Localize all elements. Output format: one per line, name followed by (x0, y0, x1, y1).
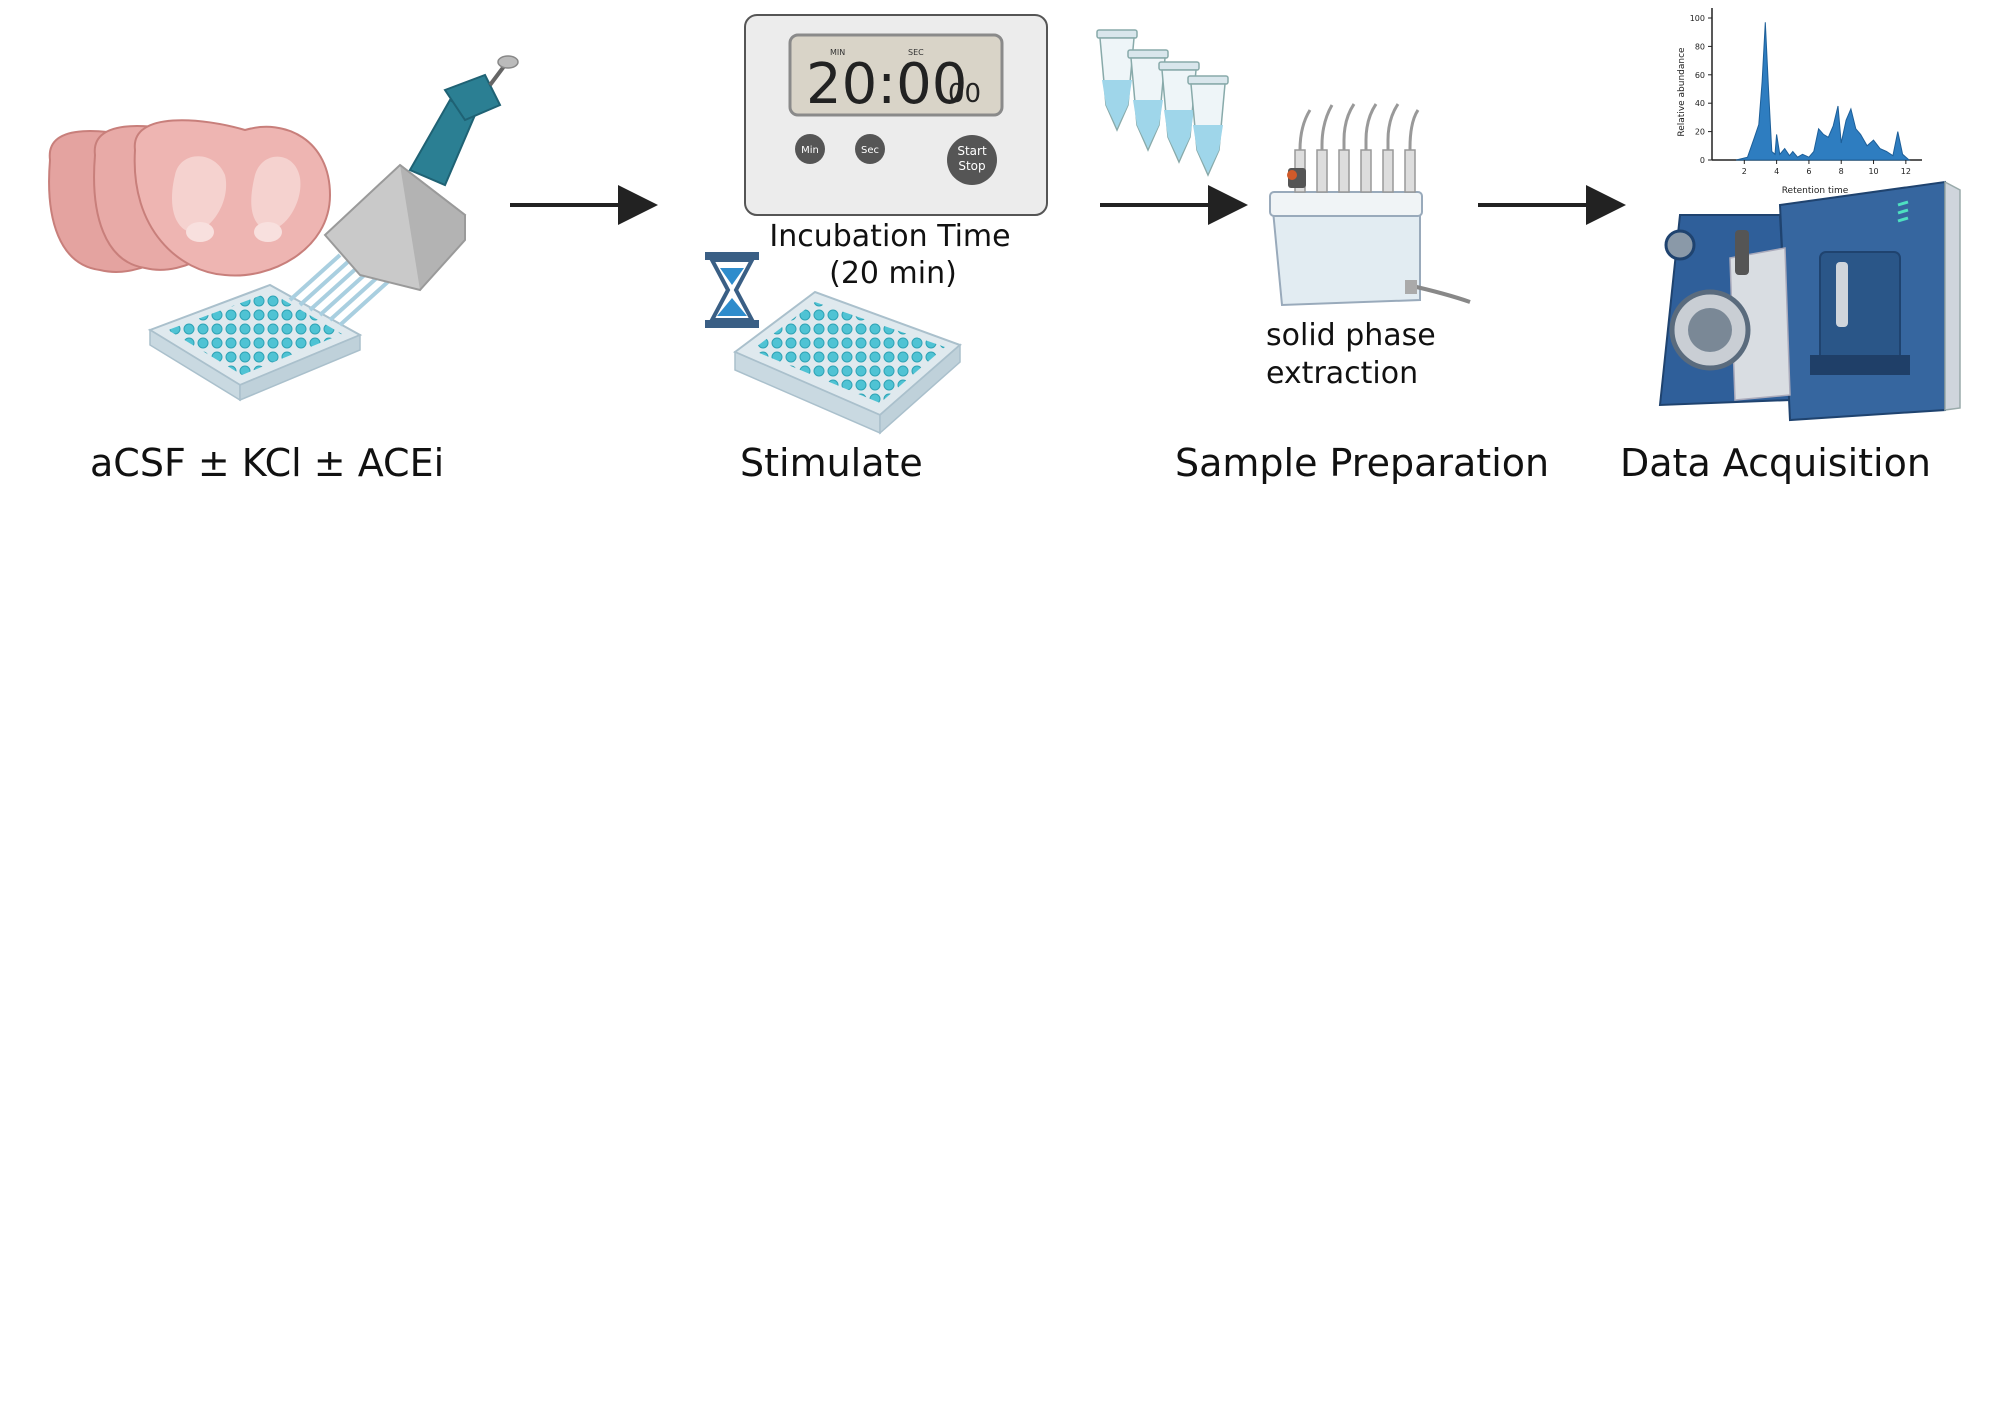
timer-start-label: Start (957, 144, 987, 158)
hourglass-icon (705, 252, 759, 328)
chrom-y-tick-label: 100 (1690, 14, 1705, 23)
chrom-y-tick-label: 60 (1695, 71, 1705, 80)
timer-display: 20:00 (806, 52, 967, 117)
spe-line2: extraction (1266, 356, 1418, 391)
timer-min-caption: MIN (830, 48, 845, 57)
chrom-y-tick-label: 20 (1695, 128, 1705, 137)
chromatogram: Relative abundance Retention time 2 4 6 8 10… (1677, 8, 1922, 196)
multichannel-pipette-icon (288, 55, 519, 327)
chrom-y-tick-label: 0 (1700, 156, 1705, 165)
timer-stop-label: Stop (958, 159, 985, 173)
chrom-x-tick-label: 10 (1868, 167, 1878, 176)
chrom-y-tick-label: 40 (1695, 99, 1705, 108)
timer-sec-button (855, 134, 885, 164)
step2-label: Stimulate (740, 441, 923, 485)
well-plate-icon (147, 283, 363, 402)
timer-sec-caption: SEC (908, 48, 924, 57)
chrom-x-tick-label: 8 (1839, 167, 1844, 176)
timer-min-label: Min (801, 145, 819, 156)
timer-display-small: 00 (948, 79, 981, 109)
chrom-xlabel: Retention time (1782, 186, 1849, 196)
well-plate-2-icon (733, 290, 962, 435)
brain-slices-icon (48, 119, 332, 277)
timer-icon: MIN SEC 20:00 00 Min Sec Start Stop (744, 14, 1048, 216)
incubation-line2: (20 min) (829, 256, 957, 291)
chrom-y-tick-label: 80 (1695, 42, 1705, 51)
incubation-line1: Incubation Time (769, 219, 1010, 254)
microcentrifuge-tubes-icon (1096, 29, 1229, 177)
step1-label: aCSF ± KCl ± ACEi (90, 441, 444, 485)
mass-spectrometer-icon (1658, 180, 1961, 422)
timer-start-stop-button (947, 135, 997, 185)
spe-manifold-icon (1269, 103, 1471, 307)
chrom-x-tick-label: 4 (1774, 167, 1779, 176)
chrom-series-0 (1736, 22, 1911, 161)
step4-label: Data Acquisition (1620, 441, 1931, 485)
spe-line1: solid phase (1266, 318, 1436, 353)
timer-sec-label: Sec (861, 145, 879, 156)
chrom-x-tick-label: 2 (1742, 167, 1747, 176)
chrom-x-tick-label: 12 (1901, 167, 1911, 176)
timer-min-button (795, 134, 825, 164)
step3-label: Sample Preparation (1175, 441, 1549, 485)
chrom-x-tick-label: 6 (1806, 167, 1811, 176)
chrom-ylabel: Relative abundance (1677, 47, 1687, 137)
